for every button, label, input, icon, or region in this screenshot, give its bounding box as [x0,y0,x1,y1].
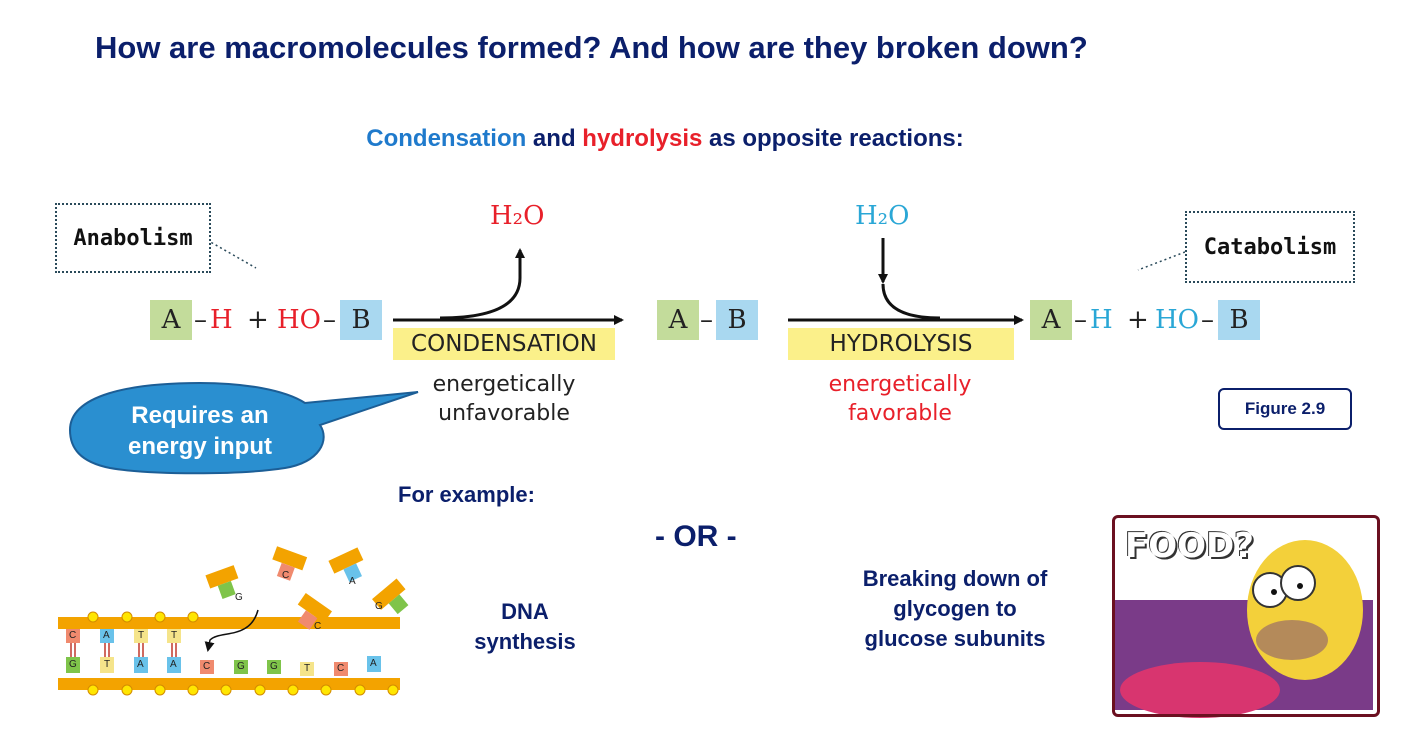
slide-title: How are macromolecules formed? And how a… [95,30,1088,65]
dna-caption-line2: synthesis [474,629,576,654]
dna-caption: DNA synthesis [455,597,595,657]
condensation-energy-line2: unfavorable [438,401,570,426]
water-in: H₂O [855,201,910,231]
condensation-energy: energetically unfavorable [390,370,618,428]
subtitle-condensation: Condensation [366,125,527,152]
dna-free-base: G [375,601,383,612]
result-a-bond: – [1074,305,1087,335]
glycogen-caption-line1: Breaking down of [862,566,1048,591]
result-h: H [1090,305,1113,335]
water-in-curve [881,283,941,320]
dna-bottom-base: A [137,659,144,670]
reactant-plus: + [247,305,269,335]
result-plus: + [1127,305,1149,335]
subtitle-and: and [526,125,583,152]
example-label: For example: [398,482,535,507]
dna-bottom-base: C [337,663,345,674]
result-ho: HO [1155,305,1199,335]
result-b-box: B [1218,300,1260,340]
slide-subtitle: Condensation and hydrolysis as opposite … [0,125,1330,153]
dna-top-base: T [171,630,178,641]
hydrolysis-label: HYDROLYSIS [788,328,1014,360]
dna-free-base: C [314,621,322,632]
dna-free-base: A [349,576,356,587]
dna-illustration [58,546,409,696]
product-b-box: B [716,300,758,340]
dna-base-letters: C A T T G T A A C G G T C A G C A C G [0,0,383,674]
dna-bottom-base: A [370,658,377,669]
catabolism-label: Catabolism [1185,211,1355,283]
energy-callout-text: Requires an energy input [95,400,305,462]
product-a-box: A [657,300,699,340]
dna-free-base: G [235,592,243,603]
reactant-a-box: A [150,300,192,340]
condensation-energy-line1: energetically [432,372,576,397]
dna-top-base: T [138,630,145,641]
water-out: H₂O [490,201,545,231]
reactant-ho: HO [277,305,321,335]
hydrolysis-energy: energetically favorable [786,370,1014,428]
dna-free-base: C [282,570,290,581]
dna-bottom-base: T [104,659,111,670]
reactant-ho-bond: – [323,305,336,335]
anabolism-leader [206,239,257,269]
hydrolysis-energy-line2: favorable [848,401,952,426]
subtitle-rest: as opposite reactions: [702,125,964,152]
dna-bottom-base: T [304,663,311,674]
catabolism-leader [1137,251,1186,271]
food-text: FOOD? [1125,526,1254,566]
dna-bottom-base: G [270,661,278,672]
food-picture-frame: FOOD? [1112,515,1380,717]
energy-callout-bubble [68,381,419,475]
dna-top-base: A [103,630,110,641]
callout-line1: Requires an [131,402,269,429]
dna-bottom-base: G [237,661,245,672]
figure-badge: Figure 2.9 [1218,388,1352,430]
water-out-arrow [439,248,525,320]
dna-bottom-base: A [170,659,177,670]
condensation-label: CONDENSATION [393,328,615,360]
product-bond: – [700,305,713,335]
dna-caption-line1: DNA [501,599,549,624]
glycogen-caption-line3: glucose subunits [864,626,1046,651]
subtitle-hydrolysis: hydrolysis [582,125,703,152]
or-label: - OR - [655,520,737,553]
reactant-h: H [210,305,233,335]
reactant-a-bond: – [194,305,207,335]
result-ho-bond: – [1201,305,1214,335]
reactant-b-box: B [340,300,382,340]
dna-bottom-base: C [203,661,211,672]
dna-top-base: C [69,630,77,641]
glycogen-caption-line2: glycogen to [893,596,1017,621]
callout-line2: energy input [127,433,272,460]
dna-bottom-base: G [69,659,77,670]
result-a-box: A [1030,300,1072,340]
food-image [1115,540,1373,718]
hydrolysis-energy-line1: energetically [828,372,972,397]
glycogen-caption: Breaking down of glycogen to glucose sub… [830,564,1080,654]
anabolism-label: Anabolism [55,203,211,273]
